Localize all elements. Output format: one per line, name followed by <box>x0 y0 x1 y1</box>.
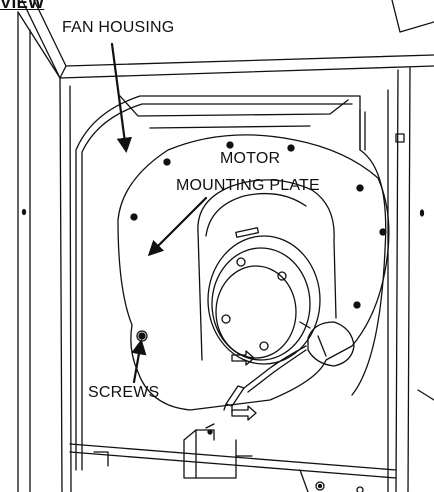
cabinet-left-side <box>17 11 72 492</box>
cabinet-right-side <box>359 67 434 492</box>
motor-mounting-plate <box>117 134 390 411</box>
cabinet-bottom-details <box>69 423 397 492</box>
fan-housing-scroll <box>75 95 387 471</box>
leader-arrows <box>110 42 208 384</box>
motor-plate-leader <box>147 196 208 257</box>
screws-label: SCREWS <box>88 384 160 401</box>
motor-terminal-box <box>299 321 355 367</box>
view-title: VIEW <box>0 0 45 12</box>
motor-plate-label-line1: MOTOR <box>220 150 281 167</box>
airflow-arrows <box>231 350 257 421</box>
cabinet-top-panel <box>21 0 434 79</box>
motor-plate-label-line2: MOUNTING PLATE <box>176 177 320 194</box>
fan-housing-leader <box>110 42 133 154</box>
fan-housing-label: FAN HOUSING <box>62 19 175 36</box>
motor-barrel <box>197 179 337 365</box>
wire-harness <box>223 345 307 413</box>
screws-leader <box>131 338 147 384</box>
